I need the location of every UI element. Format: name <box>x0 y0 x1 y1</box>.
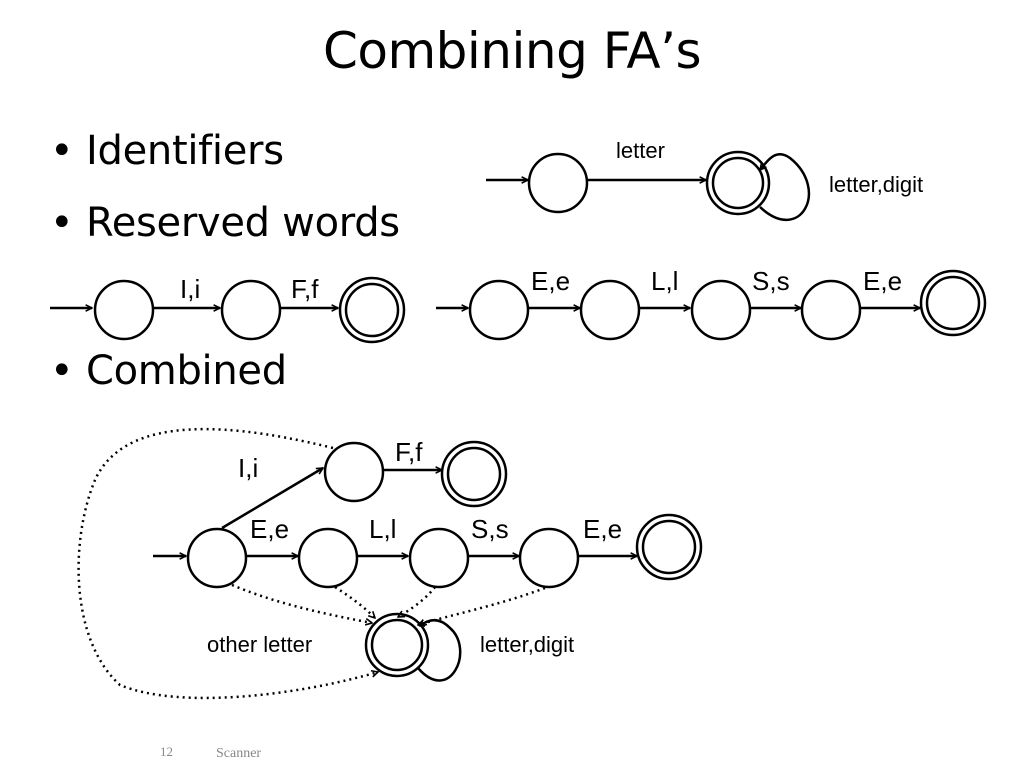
bullet-reserved-words: • Reserved words <box>50 200 400 246</box>
accept-state-outer <box>338 276 406 344</box>
edge-label: E,e <box>531 266 570 296</box>
state <box>690 279 752 341</box>
accept-state-inner <box>344 282 400 338</box>
state <box>800 279 862 341</box>
other-letter-label: other letter <box>207 632 312 657</box>
transition-arrow <box>221 466 323 530</box>
edge-label: S,s <box>752 266 790 296</box>
edge-label: S,s <box>471 514 509 544</box>
state <box>518 527 580 589</box>
slide-title: Combining FA’s <box>322 22 702 80</box>
dotted-arrow <box>418 586 546 625</box>
start-state <box>186 527 248 589</box>
self-loop <box>417 619 462 682</box>
page-number: 12 <box>160 744 173 759</box>
if-fa <box>50 276 406 344</box>
accept-state-outer <box>440 440 508 508</box>
edge-label: E,e <box>863 266 902 296</box>
dotted-arrow <box>334 585 375 618</box>
other-letter-transitions <box>77 427 546 700</box>
accept-state-inner <box>711 156 765 210</box>
dotted-arrow <box>77 427 378 700</box>
identifier-fa <box>486 150 811 222</box>
accept-state-inner <box>925 275 981 331</box>
dotted-arrow <box>231 583 372 623</box>
edge-label: F,f <box>395 437 423 467</box>
state <box>220 279 282 341</box>
edge-label: E,e <box>583 514 622 544</box>
bullet-dot: • <box>50 348 74 394</box>
edge-label: F,f <box>291 274 319 304</box>
combined-fa <box>153 440 703 682</box>
dotted-arrow <box>398 586 436 619</box>
loop-label: letter,digit <box>480 632 574 657</box>
identifier-accept-inner <box>370 618 424 672</box>
accept-state-inner <box>446 446 502 502</box>
state <box>527 152 589 214</box>
bullet-label: Combined <box>86 348 287 394</box>
bullet-label: Reserved words <box>86 200 400 246</box>
state <box>297 527 359 589</box>
state <box>579 279 641 341</box>
bullet-combined: • Combined <box>50 348 287 394</box>
else-fa <box>436 269 987 341</box>
edge-label: L,l <box>369 514 396 544</box>
edge-label: I,i <box>180 274 200 304</box>
accept-state-outer <box>919 269 987 337</box>
state <box>408 527 470 589</box>
bullet-label: Identifiers <box>86 128 284 174</box>
accept-state-outer <box>705 150 771 216</box>
edge-label: L,l <box>651 266 678 296</box>
footer-text: Scanner <box>216 746 262 761</box>
loop-label: letter,digit <box>829 172 923 197</box>
bullet-dot: • <box>50 200 74 246</box>
accept-state-outer <box>635 513 703 581</box>
bullet-dot: • <box>50 128 74 174</box>
state <box>323 441 385 503</box>
edge-label: I,i <box>238 453 258 483</box>
edge-label: E,e <box>250 514 289 544</box>
state <box>93 279 155 341</box>
identifier-accept-outer <box>364 612 430 678</box>
edge-label: letter <box>616 138 665 163</box>
self-loop <box>760 153 811 222</box>
state <box>468 279 530 341</box>
bullet-identifiers: • Identifiers <box>50 128 284 174</box>
accept-state-inner <box>641 519 697 575</box>
